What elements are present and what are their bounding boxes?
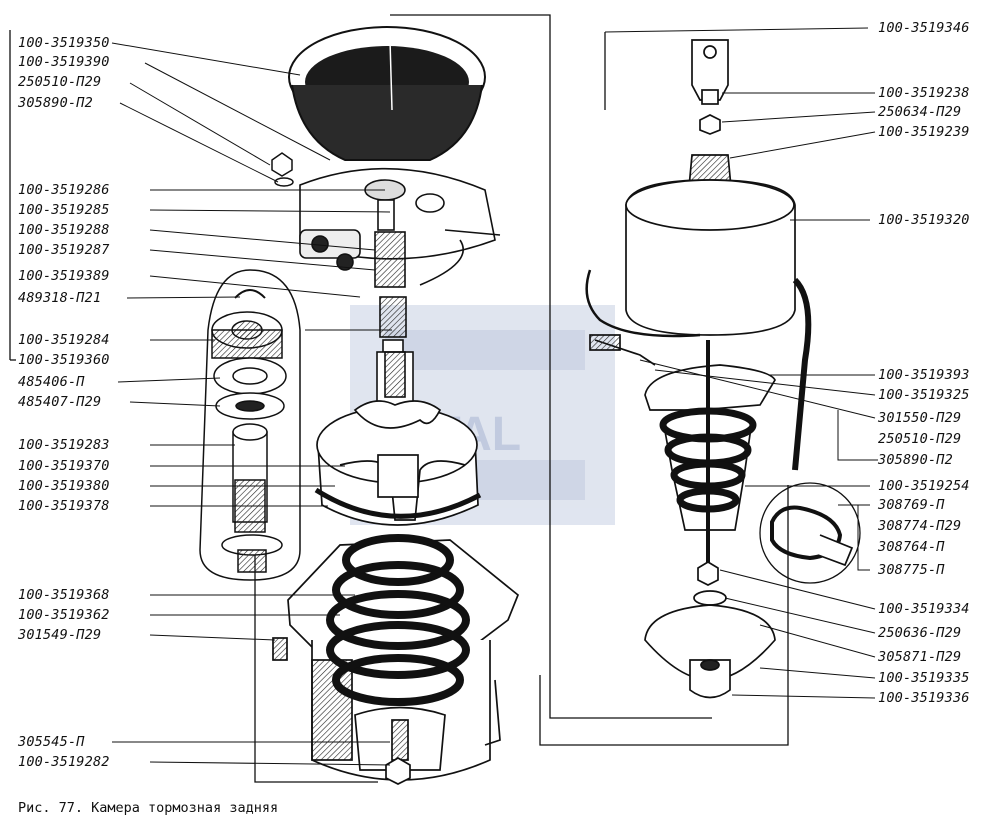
label-right-13: 308774-П29 <box>878 518 962 534</box>
piston-cylinder <box>314 400 482 526</box>
figure-caption: Рис. 77. Камера тормозная задняя <box>18 800 279 816</box>
label-left-20: 100-3519362 <box>18 607 110 623</box>
label-left-9: 100-3519389 <box>18 268 110 284</box>
label-right-14: 308764-П <box>878 539 945 555</box>
label-left-22: 305545-П <box>18 734 85 750</box>
label-right-5: 100-3519320 <box>878 212 970 228</box>
leader-lines <box>111 27 878 766</box>
label-left-21: 301549-П29 <box>18 627 102 643</box>
label-right-20: 100-3519336 <box>878 690 970 706</box>
label-right-6: 100-3519393 <box>878 367 970 383</box>
label-right-3: 250634-П29 <box>878 104 962 120</box>
label-left-6: 100-3519285 <box>18 202 110 218</box>
label-left-4: 305890-П2 <box>18 95 93 111</box>
label-left-13: 485406-П <box>18 374 85 390</box>
label-left-12: 100-3519360 <box>18 352 110 368</box>
label-right-17: 250636-П29 <box>878 625 962 641</box>
label-right-19: 100-3519335 <box>878 670 970 686</box>
label-right-12: 308769-П <box>878 497 945 513</box>
label-left-5: 100-3519286 <box>18 182 110 198</box>
label-right-1: 100-3519346 <box>878 20 970 36</box>
label-left-18: 100-3519378 <box>18 498 110 514</box>
label-right-9: 250510-П29 <box>878 431 962 447</box>
label-left-14: 485407-П29 <box>18 394 102 410</box>
label-right-2: 100-3519238 <box>878 85 970 101</box>
right-assembly <box>585 39 861 699</box>
nut-small <box>271 152 294 187</box>
detail-group-left <box>199 269 301 581</box>
label-right-7: 100-3519325 <box>878 387 970 403</box>
label-right-16: 100-3519334 <box>878 601 970 617</box>
label-left-19: 100-3519368 <box>18 587 110 603</box>
label-left-10: 489318-П21 <box>18 290 102 306</box>
label-right-15: 308775-П <box>878 562 945 578</box>
label-left-16: 100-3519370 <box>18 458 110 474</box>
label-right-8: 301550-П29 <box>878 410 962 426</box>
label-left-7: 100-3519288 <box>18 222 110 238</box>
label-left-11: 100-3519284 <box>18 332 110 348</box>
upper-housing <box>299 167 501 288</box>
diaphragm-part <box>288 26 486 161</box>
label-left-17: 100-3519380 <box>18 478 110 494</box>
label-left-15: 100-3519283 <box>18 437 110 453</box>
label-right-4: 100-3519239 <box>878 124 970 140</box>
label-left-2: 100-3519390 <box>18 54 110 70</box>
label-right-10: 305890-П2 <box>878 452 953 468</box>
label-left-1: 100-3519350 <box>18 35 110 51</box>
label-left-8: 100-3519287 <box>18 242 110 258</box>
label-right-18: 305871-П29 <box>878 649 962 665</box>
lower-housing <box>272 534 520 785</box>
left-brackets <box>9 14 789 783</box>
label-left-3: 250510-П29 <box>18 74 102 90</box>
label-right-11: 100-3519254 <box>878 478 970 494</box>
label-left-23: 100-3519282 <box>18 754 110 770</box>
